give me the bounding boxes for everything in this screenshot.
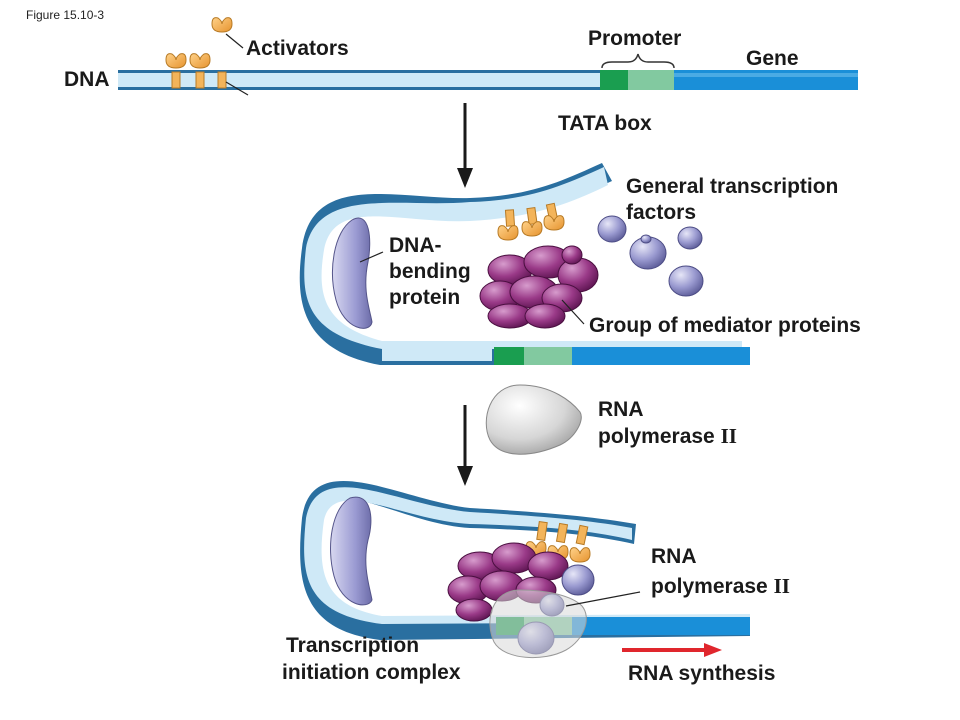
activator-free xyxy=(211,17,233,33)
label-dna-bending-3: protein xyxy=(389,286,461,309)
rna-polymerase-bound xyxy=(489,589,587,659)
general-transcription-factors xyxy=(597,215,704,297)
dna-bending-protein-3 xyxy=(330,496,373,606)
rna-synthesis-arrow xyxy=(622,643,722,657)
roman-numeral: II xyxy=(720,424,737,448)
label-rna-pol-b-1: RNA xyxy=(651,545,697,568)
label-dna-bending-1: DNA- xyxy=(389,234,442,257)
step-arrow-2 xyxy=(457,405,473,486)
rna-polymerase-free xyxy=(485,384,582,455)
tata-box-region xyxy=(600,70,628,90)
enhancer-leader-line xyxy=(225,81,249,96)
label-rna-pol-b-2: polymerase II xyxy=(651,574,790,598)
step-arrow-1 xyxy=(457,103,473,188)
rna-pol-bound-leader-line xyxy=(565,591,641,607)
roman-numeral-b: II xyxy=(773,574,790,598)
label-promoter: Promoter xyxy=(588,27,682,50)
label-rna-pol-2: polymerase II xyxy=(598,424,737,448)
mediator-proteins-cluster xyxy=(479,245,599,329)
label-rna-pol-1: RNA xyxy=(598,398,644,421)
mediator-leader-line xyxy=(561,299,585,325)
label-general-tf-1: General transcription xyxy=(626,175,839,198)
label-rna-synthesis: RNA synthesis xyxy=(628,662,776,685)
label-tic-2: initiation complex xyxy=(282,661,461,684)
gene-region-2 xyxy=(572,347,750,365)
dna-bending-leader-line xyxy=(359,251,384,263)
label-activators: Activators xyxy=(246,37,349,60)
activators-bound xyxy=(165,53,227,89)
tata-box-region-2 xyxy=(494,347,524,365)
label-general-tf-2: factors xyxy=(626,201,697,224)
label-dna-bending-2: bending xyxy=(389,260,471,283)
promoter-region xyxy=(628,70,674,90)
dna-strand-looped-2 xyxy=(299,163,750,365)
gene-region-3 xyxy=(572,617,750,635)
dna-strand-linear xyxy=(118,70,858,90)
label-gene: Gene xyxy=(746,47,799,70)
activators-panel2 xyxy=(497,202,565,241)
label-tata-box: TATA box xyxy=(558,112,652,135)
mediator-proteins-cluster-3 xyxy=(447,542,569,622)
label-tic-1: Transcription xyxy=(286,634,420,657)
promoter-bracket xyxy=(601,53,675,69)
activators-leader-line xyxy=(225,33,244,49)
promoter-region-2 xyxy=(524,347,572,365)
dna-bending-protein xyxy=(332,217,373,329)
label-dna: DNA xyxy=(64,68,110,91)
figure-id: Figure 15.10-3 xyxy=(26,8,105,22)
label-mediator: Group of mediator proteins xyxy=(589,314,861,337)
